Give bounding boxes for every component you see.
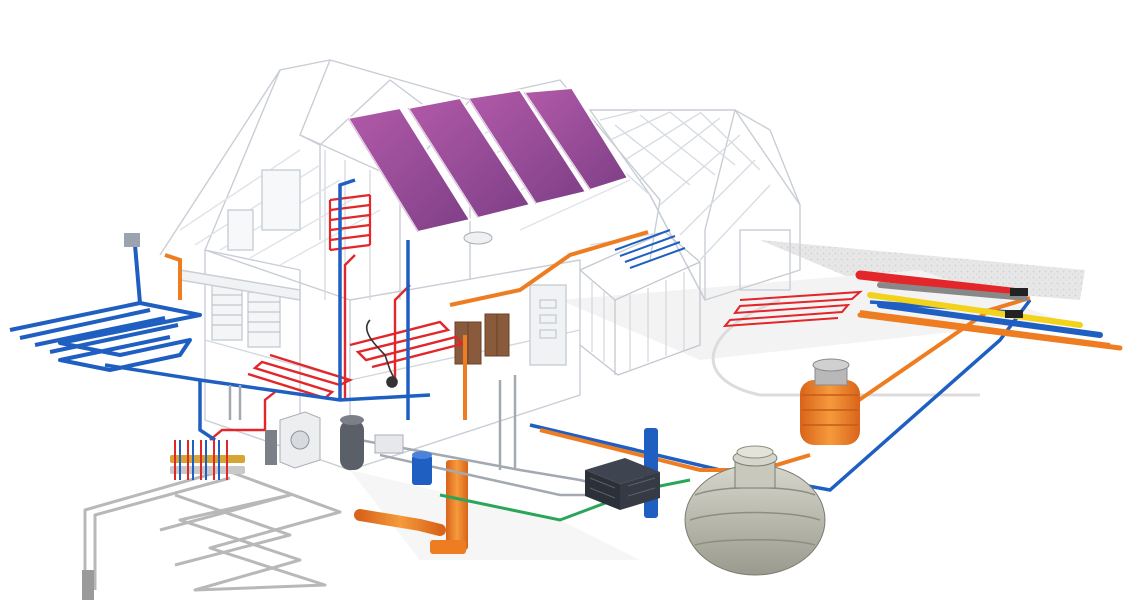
rainwater-filter-shaft xyxy=(412,451,432,485)
window-shutters xyxy=(454,313,510,365)
infiltration-block-system xyxy=(585,458,660,510)
ground-heat-collector xyxy=(83,468,342,592)
ground-probe xyxy=(82,570,94,600)
underground-rainwater-tank xyxy=(684,445,826,576)
outdoor-heat-collector xyxy=(9,244,202,372)
utility-supply-conduits xyxy=(855,270,1123,351)
washing-machine xyxy=(279,411,321,469)
hot-water-storage-tank xyxy=(340,415,364,470)
main-sewer-pipe xyxy=(354,460,468,554)
wash-basin xyxy=(463,231,493,245)
heat-pump-unit xyxy=(265,430,404,465)
hot-water-coil xyxy=(328,193,372,252)
garage-outline xyxy=(588,109,801,301)
heating-distribution-manifold xyxy=(170,440,245,480)
inspection-chamber xyxy=(800,358,860,445)
solar-collector-panels xyxy=(346,86,630,234)
conservatory xyxy=(579,231,701,376)
garage-floor-heating xyxy=(722,290,863,328)
central-vacuum-unit xyxy=(365,319,398,388)
rainwater-pipe xyxy=(439,478,691,522)
vent-stack xyxy=(124,233,140,247)
conservatory-roof-heater xyxy=(614,229,686,269)
